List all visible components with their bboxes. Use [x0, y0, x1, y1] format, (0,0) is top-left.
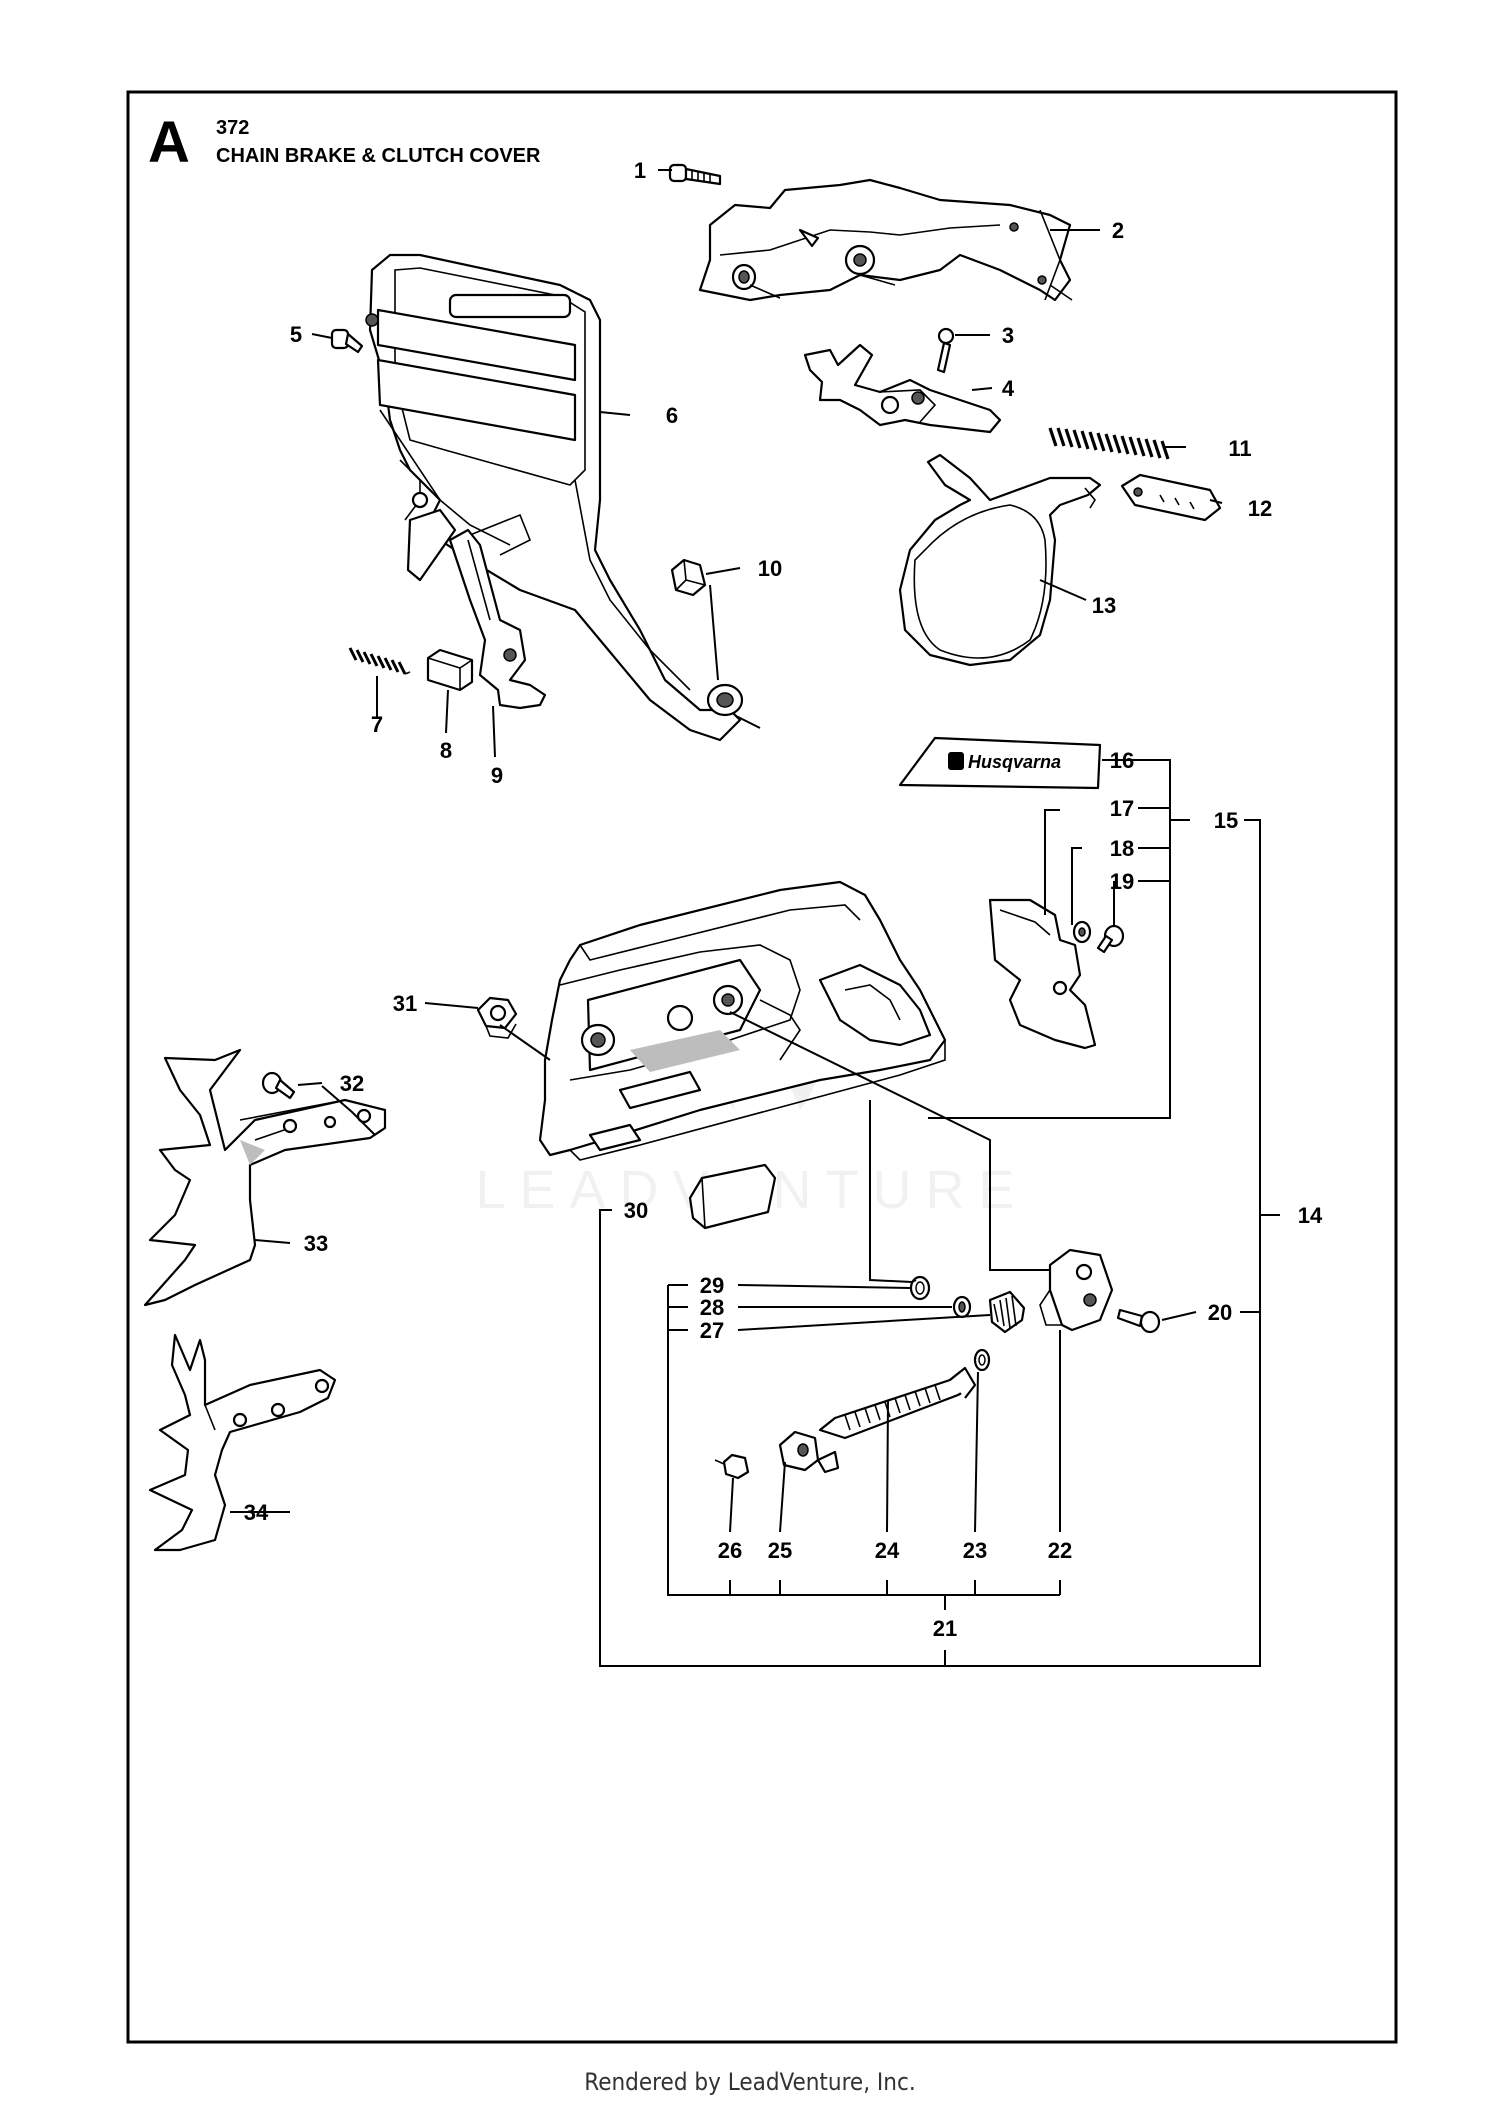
model-number: 372 [216, 117, 249, 139]
part-label-1: 1 [634, 158, 646, 183]
part-label-2: 2 [1112, 218, 1124, 243]
part-label-6: 6 [666, 403, 678, 428]
part-13-brake-band [898, 453, 1102, 667]
part-34-bumper-spike-small [148, 1333, 337, 1552]
part-33-bumper-spike [143, 1048, 387, 1307]
clutch-cover [538, 880, 947, 1161]
part-label-14: 14 [1298, 1203, 1323, 1228]
diagram-title: CHAIN BRAKE & CLUTCH COVER [216, 145, 541, 167]
part-label-19: 19 [1110, 869, 1134, 894]
part-10-grommet [670, 558, 707, 597]
part-12-holder [1120, 473, 1222, 522]
part-label-20: 20 [1208, 1300, 1232, 1325]
part-30-pad [688, 1163, 777, 1230]
part-label-27: 27 [700, 1318, 724, 1343]
part-label-11: 11 [1228, 436, 1251, 461]
part-3-screw [936, 327, 955, 374]
part-25-nut [778, 1430, 840, 1474]
footer-credit: Rendered by LeadVenture, Inc. [584, 2068, 916, 2096]
part-label-12: 12 [1248, 496, 1272, 521]
part-label-3: 3 [1002, 323, 1014, 348]
part-28-washer [952, 1295, 972, 1319]
part-label-23: 23 [963, 1538, 987, 1563]
part-1-screw [668, 163, 722, 186]
part-label-32: 32 [340, 1071, 364, 1096]
section-letter: A [148, 110, 190, 175]
brand-logo: Husqvarna [968, 752, 1061, 772]
part-label-28: 28 [700, 1295, 724, 1320]
part-label-13: 13 [1092, 593, 1116, 618]
part-label-33: 33 [304, 1231, 328, 1256]
part-label-31: 31 [393, 991, 417, 1016]
part-label-9: 9 [491, 763, 503, 788]
part-20-screw [1116, 1308, 1161, 1334]
part-29-o-ring [909, 1275, 931, 1301]
part-label-30: 30 [624, 1198, 648, 1223]
part-5-screw [330, 328, 364, 354]
part-label-21: 21 [933, 1616, 957, 1641]
part-label-15: 15 [1214, 808, 1238, 833]
part-label-17: 17 [1110, 796, 1134, 821]
part-2-guard-plate [698, 178, 1073, 302]
part-label-10: 10 [758, 556, 782, 581]
part-18-washer [1072, 920, 1092, 944]
part-31-nut [476, 996, 518, 1039]
part-label-25: 25 [768, 1538, 792, 1563]
part-8-block [426, 648, 474, 692]
part-32-screw [261, 1071, 296, 1100]
part-label-18: 18 [1110, 836, 1134, 861]
part-label-7: 7 [371, 712, 383, 737]
part-22-plate [1039, 1248, 1114, 1332]
part-7-spring [348, 647, 411, 675]
part-label-4: 4 [1002, 376, 1015, 401]
part-27-gear [988, 1290, 1026, 1334]
part-label-26: 26 [718, 1538, 742, 1563]
part-19-screw [1096, 924, 1125, 954]
part-11-spring [1048, 427, 1170, 460]
part-label-5: 5 [290, 322, 302, 347]
part-label-34: 34 [244, 1500, 269, 1525]
part-labels: 1 2 3 4 5 6 7 8 9 10 11 12 13 14 15 16 1… [244, 158, 1323, 1641]
part-label-16: 16 [1110, 748, 1134, 773]
part-26-small-nut [714, 1453, 750, 1480]
diagram-frame [126, 90, 1398, 2044]
part-label-8: 8 [440, 738, 452, 763]
part-23-washer [973, 1348, 991, 1372]
part-6-hand-guard [365, 253, 744, 742]
leader-lines [230, 169, 1280, 1667]
part-label-22: 22 [1048, 1538, 1072, 1563]
part-24-adjust-screw [818, 1366, 977, 1440]
part-4-brake-lever [803, 343, 1002, 434]
part-15-plate [988, 898, 1097, 1050]
part-label-24: 24 [875, 1538, 900, 1563]
part-16-decal: Husqvarna [898, 736, 1102, 790]
part-9-trigger-arm [448, 528, 547, 710]
part-label-29: 29 [700, 1273, 724, 1298]
